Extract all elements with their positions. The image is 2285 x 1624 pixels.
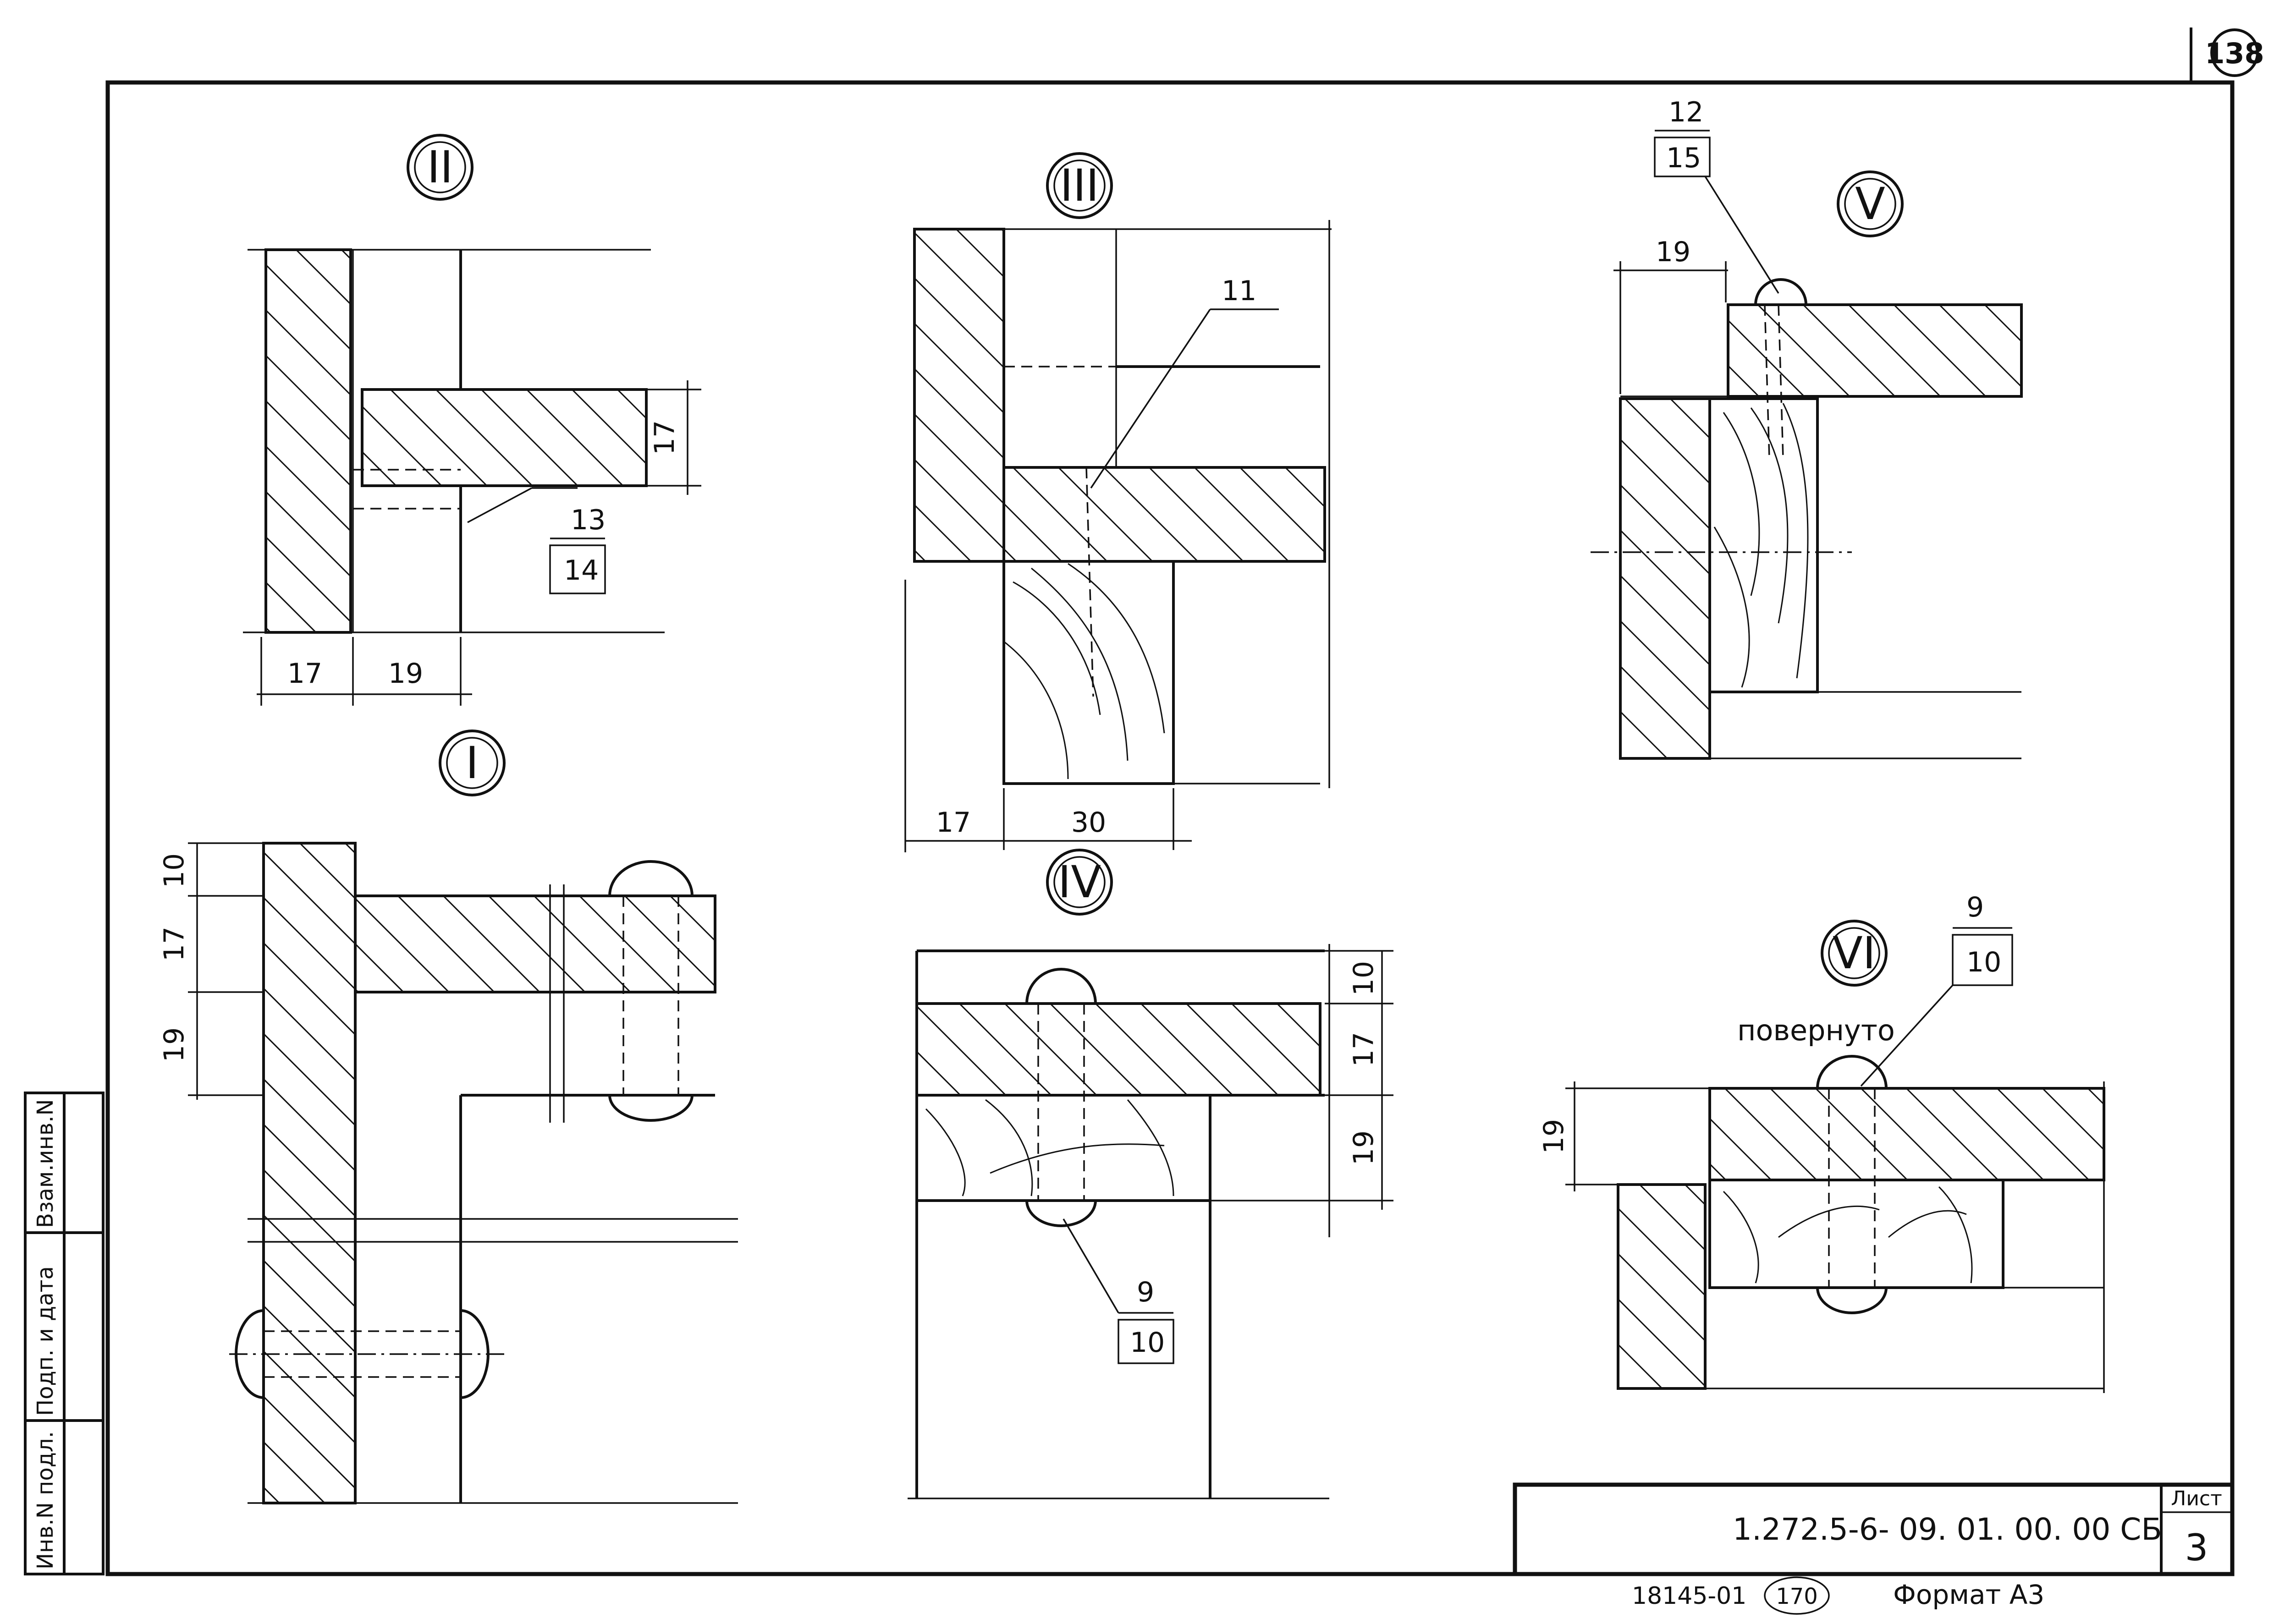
detail-III-vertical-board <box>913 228 1005 563</box>
detail-II-numeral: II <box>427 142 453 193</box>
title-block-sheet-number: 3 <box>2185 1526 2208 1569</box>
detail-II: II 13 14 17 19 17 <box>243 134 701 706</box>
detail-IV: IV 9 10 10 17 19 <box>908 849 1393 1499</box>
detail-VI-callout-top: 9 <box>1966 891 1984 923</box>
detail-V-callout-bottom: 15 <box>1666 142 1701 174</box>
detail-IV-dim-mid: 17 <box>1348 1032 1380 1067</box>
sheet-footer: 18145-01 170 Формат А3 <box>1632 1576 2044 1615</box>
detail-III: III 11 17 30 <box>904 152 1332 852</box>
detail-II-callout-bottom: 14 <box>564 554 599 587</box>
detail-I-dim-top: 10 <box>158 853 190 888</box>
detail-VI-note: повернуто <box>1737 1014 1895 1047</box>
detail-I-vertical-board <box>262 842 357 1504</box>
detail-IV-numeral: IV <box>1058 856 1101 908</box>
detail-VI-vertical-board <box>1617 1183 1707 1390</box>
side-stamp: Инв.N подл. Подп. и дата Взам.инв.N <box>24 1092 105 1575</box>
page-number: 138 <box>2205 28 2264 77</box>
detail-III-numeral: III <box>1060 160 1099 211</box>
detail-IV-callout: 9 10 <box>1118 1276 1174 1364</box>
title-block-designation: 1.272.5-6- 09. 01. 00. 00 СБ <box>1733 1512 2162 1547</box>
detail-I-shelf-board <box>354 894 716 993</box>
detail-IV-callout-top: 9 <box>1137 1276 1154 1308</box>
detail-III-dim-left: 17 <box>936 807 971 839</box>
detail-IV-callout-bottom: 10 <box>1130 1327 1165 1359</box>
detail-VI-numeral: VI <box>1833 927 1876 979</box>
detail-IV-dim-top: 10 <box>1348 961 1380 996</box>
detail-IV-wood-block <box>915 1094 1211 1202</box>
detail-III-shelf-board <box>1002 466 1326 563</box>
detail-VI-wood-block <box>1708 1179 2004 1289</box>
detail-VI-callout: 9 10 <box>1952 891 2013 986</box>
detail-V-dim: 19 <box>1656 236 1690 268</box>
title-block-sheet-label: Лист <box>2171 1487 2222 1510</box>
detail-I-numeral: I <box>466 737 479 789</box>
detail-I: I 10 17 19 <box>158 730 738 1504</box>
detail-II-callout-top: 13 <box>571 504 606 536</box>
detail-IV-shelf-board <box>915 1002 1321 1097</box>
detail-II-callout: 13 14 <box>549 504 606 594</box>
footer-copy-no: 170 <box>1776 1584 1818 1609</box>
detail-III-callout-label: 11 <box>1222 275 1256 307</box>
detail-V-vertical-board <box>1619 397 1711 760</box>
detail-V: V 12 15 19 <box>1591 96 2023 760</box>
detail-V-wood-block <box>1708 397 1819 693</box>
detail-II-shelf-board <box>361 388 648 487</box>
detail-V-shelf-board <box>1727 303 2023 398</box>
detail-VI-shelf-board <box>1708 1087 2105 1181</box>
detail-II-dim-mid: 19 <box>388 658 423 690</box>
detail-I-dim-bottom: 19 <box>158 1027 190 1062</box>
detail-VI-dim: 19 <box>1538 1119 1570 1154</box>
detail-II-dim-right: 17 <box>649 420 681 455</box>
detail-III-dim-right: 30 <box>1071 807 1106 839</box>
detail-V-callout-top: 12 <box>1668 96 1703 128</box>
detail-IV-dim-bottom: 19 <box>1348 1130 1380 1165</box>
stamp-cell-inv-label: Инв.N подл. <box>33 1431 58 1569</box>
stamp-cell-sign-label: Подп. и дата <box>33 1266 58 1416</box>
detail-II-vertical-board <box>264 248 352 634</box>
footer-format: Формат А3 <box>1893 1579 2044 1610</box>
sheet-frame <box>105 27 2235 1576</box>
detail-VI: VI повернуто 9 10 19 <box>1538 891 2105 1393</box>
detail-V-callout: 12 15 <box>1654 96 1711 177</box>
footer-code: 18145-01 <box>1632 1582 1746 1610</box>
detail-VI-callout-bottom: 10 <box>1966 946 2001 978</box>
detail-II-dim-left: 17 <box>287 658 322 690</box>
title-block: 1.272.5-6- 09. 01. 00. 00 СБ Лист 3 <box>1513 1482 2235 1576</box>
detail-I-dim-mid: 17 <box>158 927 190 961</box>
detail-V-numeral: V <box>1855 178 1885 230</box>
stamp-cell-replace-label: Взам.инв.N <box>33 1099 58 1228</box>
page-number-text: 138 <box>2205 37 2264 70</box>
